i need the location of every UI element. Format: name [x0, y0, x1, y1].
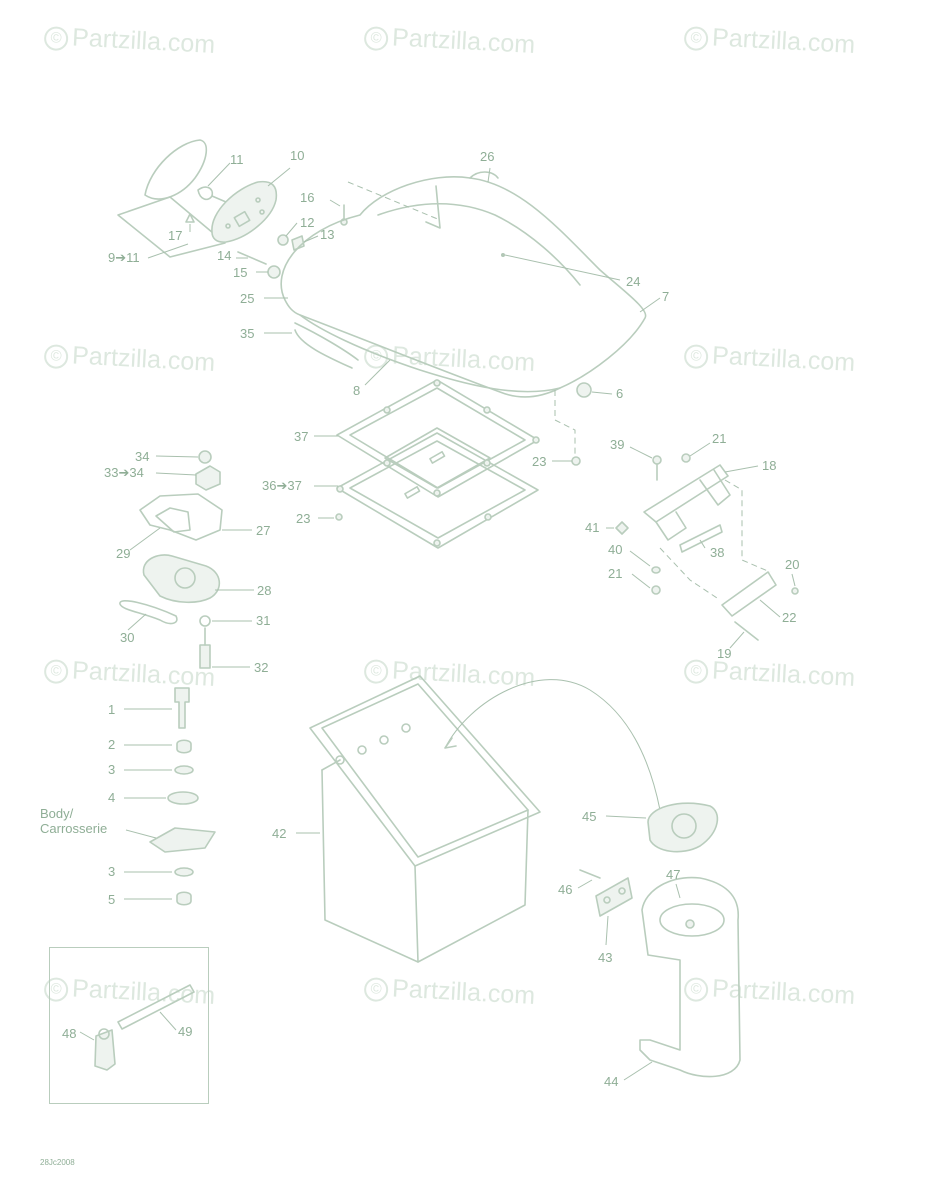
part-label: 1	[108, 702, 116, 717]
part-label: 23	[296, 511, 311, 526]
part-label: 3	[108, 864, 116, 879]
mirror-assembly	[117, 139, 348, 279]
part-label: 34	[135, 449, 150, 464]
part-label: 37	[294, 429, 309, 444]
part-label: 23	[532, 454, 547, 469]
part-label: 6	[616, 386, 624, 401]
part-label: 5	[108, 892, 116, 907]
part-label: 35	[240, 326, 255, 341]
part-label: 18	[762, 458, 777, 473]
leader-lines	[79, 162, 796, 1081]
part-label: 33➔34	[104, 465, 144, 480]
bolt-stack	[149, 687, 216, 906]
part-label: 21	[608, 566, 623, 581]
part-label: 25	[240, 291, 255, 306]
latch-assembly	[119, 450, 223, 669]
part-label: 3	[108, 762, 116, 777]
part-label: 47	[666, 867, 681, 882]
part-label: 30	[120, 630, 135, 645]
seat	[280, 171, 647, 466]
part-label: 15	[233, 265, 248, 280]
part-label: 17	[168, 228, 183, 243]
gasket-frames	[335, 379, 540, 549]
part-label: 31	[256, 613, 271, 628]
storage-bin	[309, 675, 661, 963]
part-label: 46	[558, 882, 573, 897]
part-label: 27	[256, 523, 271, 538]
body-label: Body/	[40, 806, 74, 821]
part-label: 42	[272, 826, 287, 841]
part-label: 22	[782, 610, 797, 625]
part-label: 16	[300, 190, 315, 205]
part-label: 36➔37	[262, 478, 302, 493]
part-label: 38	[710, 545, 725, 560]
part-label: 2	[108, 737, 116, 752]
part-label: 12	[300, 215, 315, 230]
part-label: 44	[604, 1074, 619, 1089]
part-label: 26	[480, 149, 495, 164]
part-label: 21	[712, 431, 727, 446]
cup-holder	[579, 802, 741, 1078]
diagram-code: 28Jc2008	[40, 1158, 75, 1167]
body-label: Carrosserie	[40, 821, 108, 836]
part-label: 32	[254, 660, 269, 675]
hinge-assembly	[615, 453, 799, 641]
part-label: 13	[320, 227, 335, 242]
part-label: 14	[217, 248, 232, 263]
part-label: 8	[353, 383, 361, 398]
part-label: 20	[785, 557, 800, 572]
part-label: 41	[585, 520, 600, 535]
part-label: 45	[582, 809, 597, 824]
part-label: 24	[626, 274, 641, 289]
part-label: 28	[257, 583, 272, 598]
part-label: 49	[178, 1024, 193, 1039]
part-label: 39	[610, 437, 625, 452]
part-label: 43	[598, 950, 613, 965]
part-label: 9➔11	[108, 250, 140, 265]
part-label: 10	[290, 148, 305, 163]
part-label: 48	[62, 1026, 77, 1041]
part-label: 7	[662, 289, 670, 304]
part-label: 11	[230, 152, 244, 167]
part-label: 40	[608, 542, 623, 557]
tool-kit-inset-frame	[49, 947, 209, 1104]
part-label: 19	[717, 646, 732, 661]
tool-inset	[94, 984, 195, 1071]
part-label: 4	[108, 790, 116, 805]
part-label: 29	[116, 546, 131, 561]
